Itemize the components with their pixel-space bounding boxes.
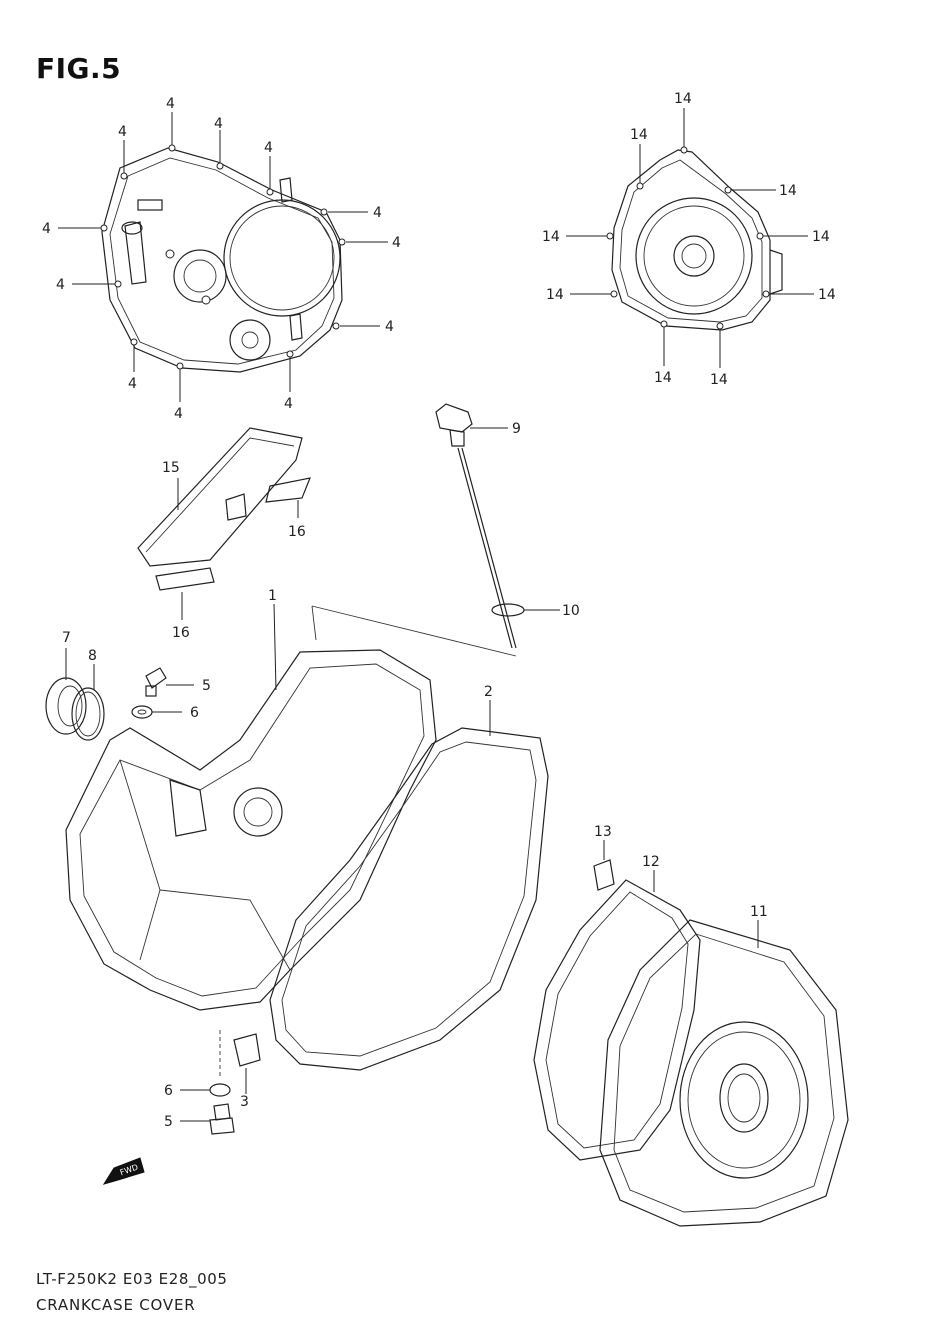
svg-text:4: 4 <box>174 406 183 422</box>
svg-text:16: 16 <box>172 625 190 641</box>
cover-11: 11 <box>599 904 849 1227</box>
svg-text:4: 4 <box>56 277 65 293</box>
drawing-caption: CRANKCASE COVER <box>36 1296 196 1314</box>
crankcase-gasket-2: 2 <box>269 684 549 1071</box>
dowel-plug-washer-lower: 3 6 5 <box>164 1030 261 1135</box>
svg-text:4: 4 <box>385 319 394 335</box>
cover-plate-15: 15 16 16 <box>137 427 311 641</box>
svg-text:13: 13 <box>594 824 612 840</box>
callout-labels-14: 14 14 14 14 14 14 14 14 14 <box>542 91 836 388</box>
svg-text:14: 14 <box>779 183 797 199</box>
callout-labels-4: 4 4 4 4 4 4 4 4 4 4 4 4 <box>42 96 401 422</box>
svg-text:6: 6 <box>190 705 199 721</box>
svg-text:6: 6 <box>164 1083 173 1099</box>
magneto-cover-outline <box>611 149 783 331</box>
callout-leaders-14 <box>566 108 814 368</box>
figure-title: FIG.5 <box>36 52 122 85</box>
svg-text:7: 7 <box>62 630 71 646</box>
svg-text:4: 4 <box>373 205 382 221</box>
svg-text:14: 14 <box>812 229 830 245</box>
drawing-code: LT-F250K2 E03 E28_005 <box>36 1270 228 1288</box>
svg-text:4: 4 <box>166 96 175 112</box>
svg-text:1: 1 <box>268 588 277 604</box>
svg-text:15: 15 <box>162 460 180 476</box>
svg-text:11: 11 <box>750 904 768 920</box>
svg-text:10: 10 <box>562 603 580 619</box>
svg-text:4: 4 <box>118 124 127 140</box>
gasket-12: 12 <box>533 854 701 1161</box>
svg-text:8: 8 <box>88 648 97 664</box>
svg-text:2: 2 <box>484 684 493 700</box>
svg-text:9: 9 <box>512 421 521 437</box>
dowel-13: 13 <box>593 824 615 891</box>
svg-text:4: 4 <box>214 116 223 132</box>
plug-and-washer-upper: 5 6 <box>131 667 211 721</box>
svg-text:5: 5 <box>202 678 211 694</box>
svg-text:5: 5 <box>164 1114 173 1130</box>
svg-text:3: 3 <box>240 1094 249 1110</box>
magneto-cover-screw-holes <box>606 146 770 330</box>
svg-text:14: 14 <box>818 287 836 303</box>
svg-text:16: 16 <box>288 524 306 540</box>
clutch-cover-screw-holes <box>100 144 346 370</box>
svg-text:4: 4 <box>284 396 293 412</box>
crankcase-cover-1: 1 <box>65 588 517 1011</box>
svg-text:14: 14 <box>710 372 728 388</box>
svg-text:4: 4 <box>392 235 401 251</box>
oil-seal-and-o-ring: 7 8 <box>45 630 105 741</box>
svg-text:14: 14 <box>630 127 648 143</box>
svg-text:14: 14 <box>654 370 672 386</box>
svg-text:14: 14 <box>674 91 692 107</box>
svg-text:4: 4 <box>128 376 137 392</box>
oil-dipstick: 9 10 <box>435 403 580 649</box>
svg-text:12: 12 <box>642 854 660 870</box>
callout-leaders-4 <box>58 112 388 402</box>
svg-text:4: 4 <box>264 140 273 156</box>
clutch-cover-gasket-outline <box>101 147 343 373</box>
forward-direction-arrow-icon: FWD <box>102 1157 145 1185</box>
svg-text:4: 4 <box>42 221 51 237</box>
svg-text:14: 14 <box>542 229 560 245</box>
svg-text:14: 14 <box>546 287 564 303</box>
